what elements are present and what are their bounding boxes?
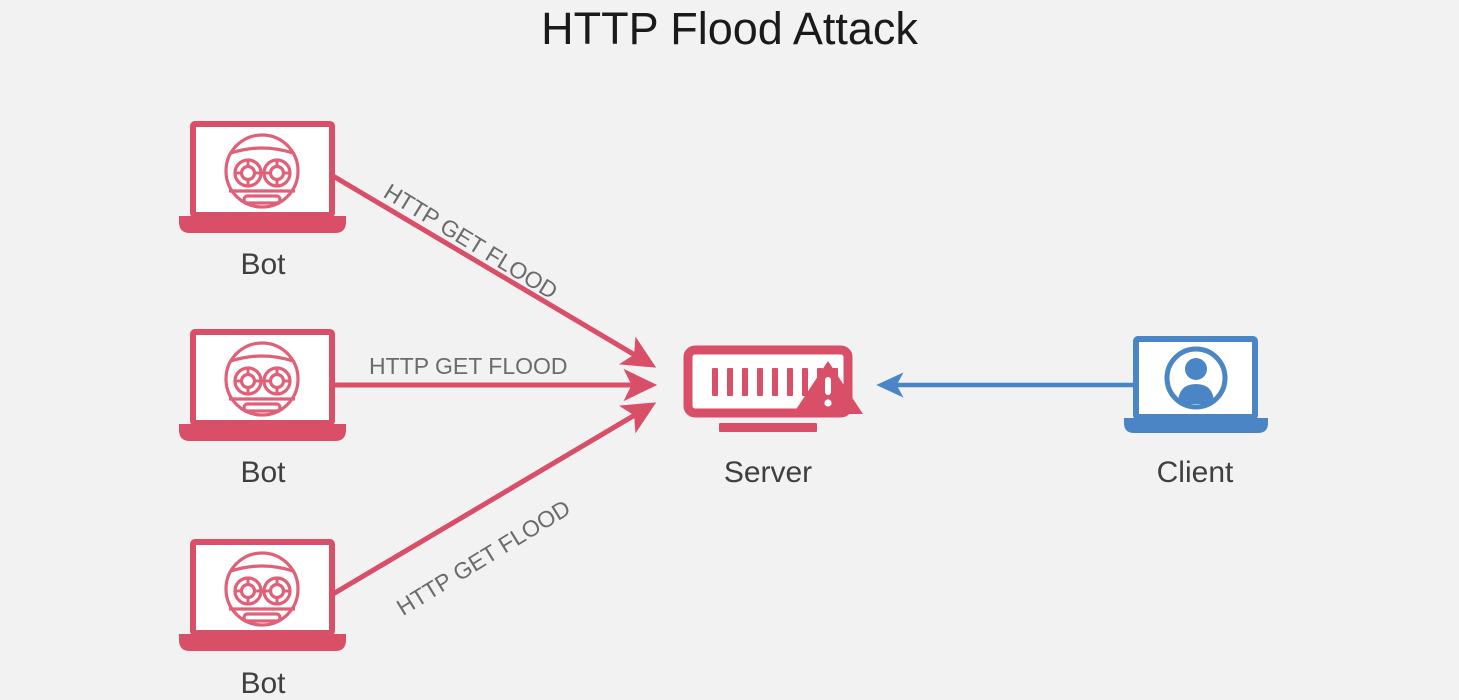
warning-triangle-icon [793, 361, 863, 414]
laptop-user-icon [1124, 336, 1268, 433]
page-title: HTTP Flood Attack [541, 3, 918, 54]
node-label-client: Client [1156, 456, 1234, 489]
edge-bot3-server [331, 402, 657, 597]
node-label-server: Server [723, 456, 813, 489]
node-server[interactable] [683, 345, 863, 432]
laptop-bot-icon [179, 539, 346, 651]
node-client[interactable] [1124, 336, 1268, 433]
bot-face-icon [224, 551, 300, 627]
node-label-bot-2: Bot [240, 456, 286, 489]
user-avatar-icon [1164, 346, 1228, 410]
bot-face-icon [224, 341, 300, 417]
node-bot-1[interactable] [179, 121, 346, 233]
laptop-bot-icon [179, 329, 346, 441]
bot-face-icon [224, 133, 300, 209]
node-label-bot-3: Bot [240, 667, 286, 700]
edge-label-bot2-server: HTTP GET FLOOD [369, 353, 568, 379]
edge-bot3-server-line [331, 402, 657, 597]
node-bot-3[interactable] [179, 539, 346, 651]
edge-bot1-server [331, 173, 657, 368]
edge-bot1-server-line [331, 173, 657, 368]
laptop-bot-icon [179, 121, 346, 233]
server-stand-icon [719, 423, 817, 432]
node-label-bot-1: Bot [240, 248, 286, 281]
server-warning-icon [683, 345, 863, 432]
node-bot-2[interactable] [179, 329, 346, 441]
